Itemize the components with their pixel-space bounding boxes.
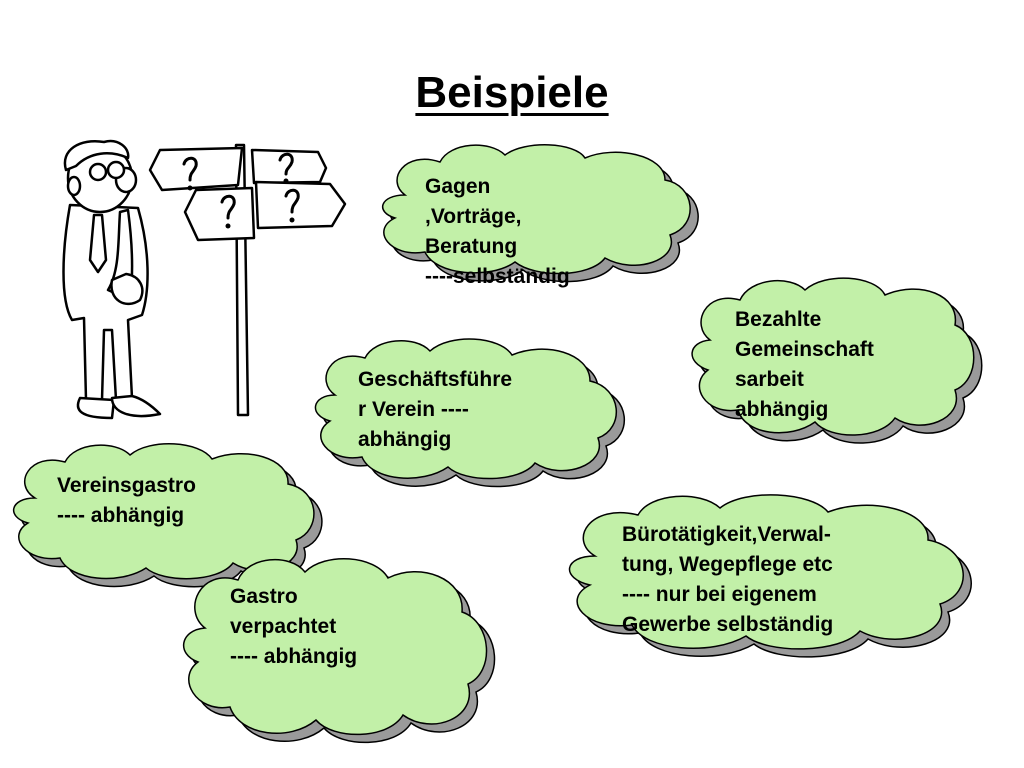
question-mark-icon — [182, 152, 300, 220]
cloud-buerotaetigkeit: Bürotätigkeit,Verwal- tung, Wegepflege e… — [550, 488, 990, 658]
cloud-shape — [382, 144, 699, 283]
cloud-shape — [314, 338, 626, 488]
right-shoe — [110, 394, 162, 418]
cloud-gagen: Gagen ,Vorträge, Beratung ----selbständi… — [365, 140, 705, 288]
cloud-shape — [12, 443, 323, 588]
cloud-text: Vereinsgastro ---- abhängig — [57, 474, 196, 527]
slide-title: Beispiele — [415, 68, 609, 117]
cloud-shape — [691, 277, 983, 444]
sign-right-bottom — [254, 180, 347, 230]
cloud-text: Gagen ,Vorträge, Beratung ----selbständi… — [425, 175, 570, 288]
sign-left-bottom — [183, 186, 256, 242]
cloud-text: Bürotätigkeit,Verwal- tung, Wegepflege e… — [622, 523, 834, 636]
man-hand — [110, 272, 144, 306]
cloud-vereinsgastro: Vereinsgastro ---- abhängig — [0, 438, 332, 588]
cloud-bezahlte-gemeinschaftsarbeit: Bezahlte Gemeinschaft sarbeit abhängig — [680, 270, 990, 445]
cloud-shape — [568, 494, 972, 658]
left-shoe — [76, 396, 116, 420]
cloud-shape — [182, 557, 496, 744]
cloud-text: Gastro verpachtet ---- abhängig — [230, 585, 358, 668]
thinking-man-signpost-icon — [62, 139, 347, 420]
cloud-geschaeftsfuehrer-verein: Geschäftsführe r Verein ---- abhängig — [300, 333, 635, 488]
man-tie — [88, 213, 108, 274]
cloud-text: Bezahlte Gemeinschaft sarbeit abhängig — [735, 308, 874, 421]
cloud-gastro-verpachtet: Gastro verpachtet ---- abhängig — [170, 550, 505, 745]
cloud-text: Geschäftsführe r Verein ---- abhängig — [358, 368, 513, 451]
